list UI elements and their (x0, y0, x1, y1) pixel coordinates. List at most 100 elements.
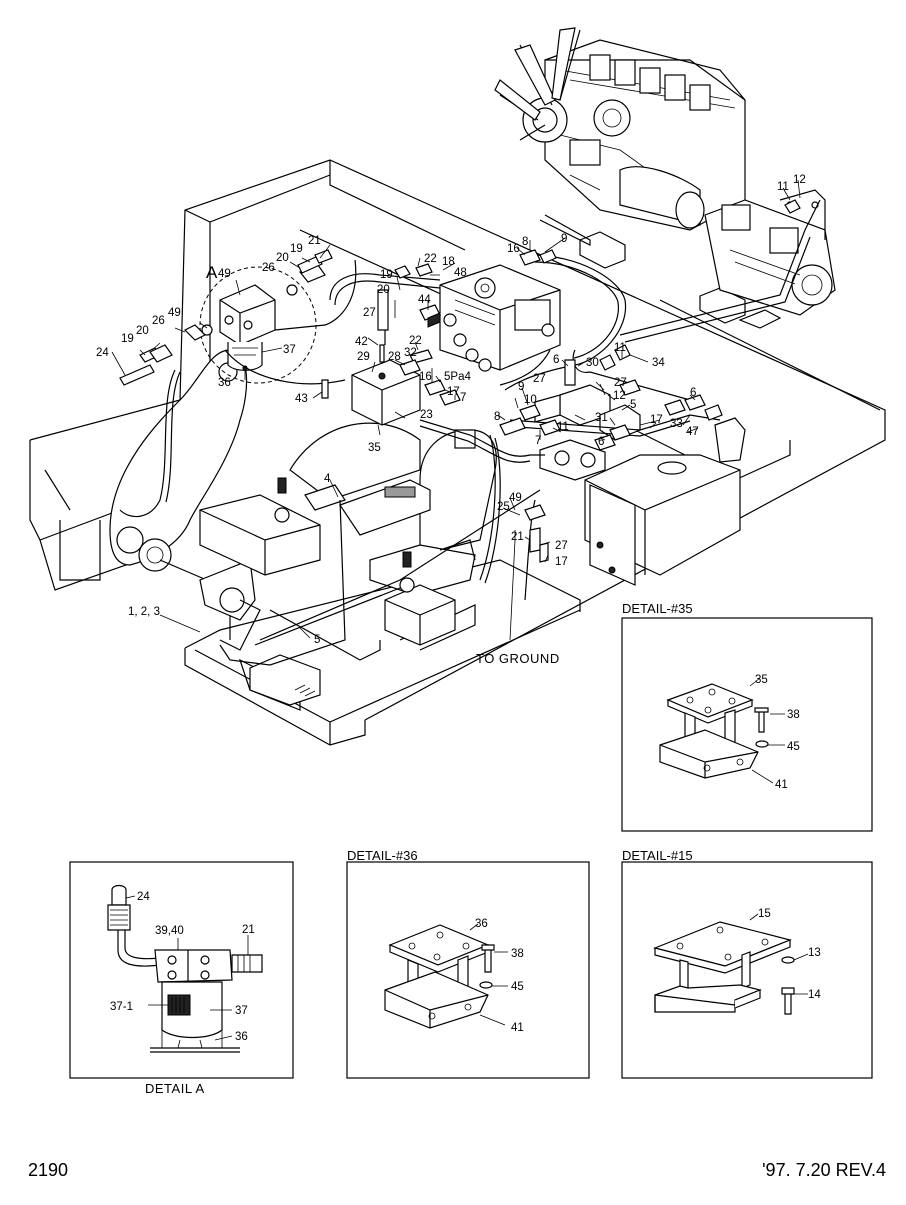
detail-15: DETAIL-#15 15 13 14 (621, 848, 873, 1079)
detail-35-title: DETAIL-#35 (622, 601, 693, 616)
callout: 5Pa4 (444, 371, 471, 383)
detail-36-title: DETAIL-#36 (347, 848, 418, 863)
callout: 5 (314, 634, 320, 646)
callout: 1, 2, 3 (128, 606, 160, 618)
callout: 15 (758, 908, 771, 920)
cab-floor (184, 559, 581, 746)
callout: 33 (670, 418, 683, 430)
callout: 4 (324, 473, 331, 485)
callout: 26 (262, 262, 275, 274)
revision-stamp: '97. 7.20 REV.4 (762, 1160, 886, 1180)
callout: 6 (553, 354, 559, 366)
callout: 12 (613, 390, 626, 402)
page-number: 2190 (28, 1160, 69, 1180)
callout: 24 (137, 891, 150, 903)
callout: 7 (460, 392, 466, 404)
callout: 38 (511, 948, 524, 960)
operator-seat (369, 429, 497, 596)
callout: 34 (652, 357, 665, 369)
detail-35: DETAIL-#35 35 38 45 41 (621, 601, 873, 832)
main-pump (704, 189, 836, 316)
callout: 23 (420, 409, 433, 421)
callout: 11 (614, 342, 626, 354)
callout: 30 (586, 357, 599, 369)
main-callouts: A 49 26 20 19 21 49 26 20 19 24 37 36 43… (96, 174, 806, 646)
callout: 19 (380, 269, 393, 281)
detail-15-frame (621, 861, 873, 1079)
callout: 10 (524, 394, 537, 406)
detail-36: DETAIL-#36 36 38 45 41 (346, 848, 590, 1079)
callout: 25 (497, 501, 510, 513)
callout: 20 (136, 325, 149, 337)
callout: 27 (533, 373, 546, 385)
callout: 13 (808, 947, 821, 959)
callout: 26 (152, 315, 165, 327)
callout: 14 (808, 989, 821, 1001)
callout: 5 (630, 399, 636, 411)
engine (494, 27, 746, 231)
callout: 44 (418, 294, 431, 306)
callout: 49 (509, 492, 522, 504)
solenoid-block (351, 344, 421, 426)
callout: 31 (595, 412, 608, 424)
callout: 37 (283, 344, 296, 356)
detail-a-caption: DETAIL A (145, 1081, 205, 1096)
hose-fittings (119, 199, 801, 563)
callout: 17 (447, 386, 460, 398)
callout: 9 (561, 233, 567, 245)
callout: 36 (235, 1031, 248, 1043)
callout: 11 (777, 181, 789, 193)
control-valve (439, 264, 561, 372)
callout: 20 (377, 284, 390, 296)
callout: 42 (355, 336, 368, 348)
detail-a: 24 39,40 21 37-1 37 36 DETAIL A (69, 861, 294, 1096)
callout: 19 (290, 243, 303, 255)
callout: 49 (218, 268, 231, 280)
callout: 22 (409, 335, 422, 347)
callout: 27 (363, 307, 376, 319)
pilot-filter-assembly (183, 264, 326, 384)
callout: 16 (419, 371, 432, 383)
callout: 29 (357, 351, 370, 363)
callout: 41 (511, 1022, 524, 1034)
callout: 45 (511, 981, 524, 993)
callout: 6 (598, 436, 604, 448)
callout: 37-1 (110, 1001, 133, 1013)
callout: A (206, 263, 218, 282)
callout: 35 (755, 674, 768, 686)
hydraulic-tank (539, 417, 746, 586)
callout: 6 (690, 387, 696, 399)
callout: 36 (475, 918, 488, 930)
callout: 39,40 (155, 925, 184, 937)
callout: 21 (308, 235, 321, 247)
callout: 47 (686, 426, 699, 438)
callout: 21 (511, 531, 524, 543)
callout: 24 (96, 347, 109, 359)
callout: 27 (614, 377, 627, 389)
callout: 19 (121, 333, 134, 345)
callout: 49 (168, 307, 181, 319)
callout: 32 (404, 347, 417, 359)
callout: 17 (650, 414, 663, 426)
to-ground-label: TO GROUND (476, 651, 560, 666)
callout: 17 (555, 556, 568, 568)
callout: 41 (775, 779, 788, 791)
detail-a-frame (69, 861, 294, 1079)
callout: 8 (522, 236, 528, 248)
callout: 12 (793, 174, 806, 186)
callout: 8 (494, 411, 500, 423)
callout: 43 (295, 393, 308, 405)
leader-lines (111, 179, 801, 639)
callout: 7 (535, 435, 541, 447)
callout: 20 (276, 252, 289, 264)
callout: 11 (557, 421, 569, 433)
callout: 21 (242, 924, 255, 936)
detail-35-frame (621, 617, 873, 832)
callout: 35 (368, 442, 381, 454)
callout: 28 (388, 351, 401, 363)
main-assembly-drawing: A 49 26 20 19 21 49 26 20 19 24 37 36 43… (29, 27, 886, 746)
callout: 9 (518, 381, 524, 393)
callout: 48 (454, 267, 467, 279)
